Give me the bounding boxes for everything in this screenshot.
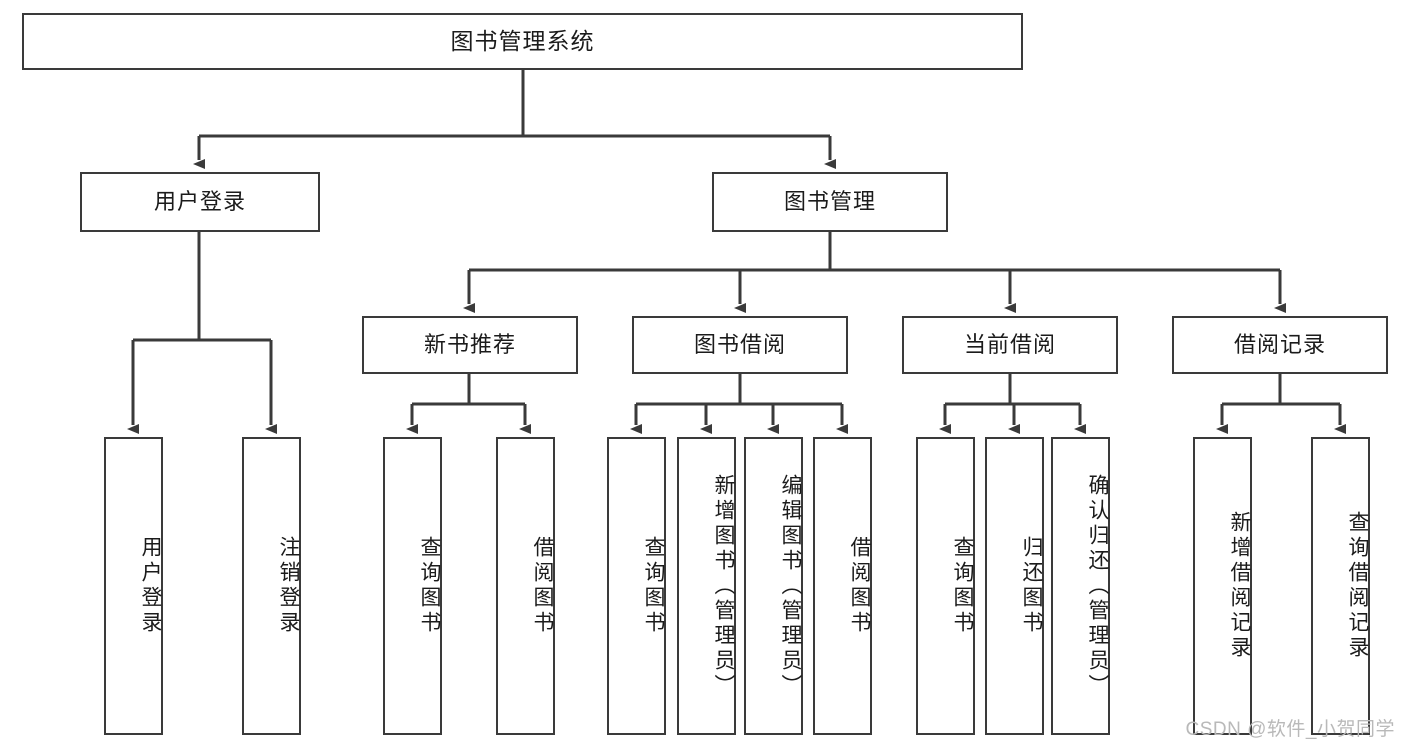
csdn-watermark: CSDN @软件_小贺同学 [1185,719,1395,740]
leaf-edit-book-label: 编辑图书（管理员） [779,473,802,699]
leaf-add-record[interactable]: 新增借阅记录 [1193,437,1252,735]
leaf-confirm-return-label: 确认归还（管理员） [1086,473,1109,699]
node-user-login[interactable]: 用户登录 [80,172,320,232]
node-current-borrow[interactable]: 当前借阅 [902,316,1118,374]
leaf-query-book-1[interactable]: 查询图书 [383,437,442,735]
node-root-label: 图书管理系统 [450,27,595,54]
leaf-query-book-3[interactable]: 查询图书 [916,437,975,735]
node-borrow-record[interactable]: 借阅记录 [1172,316,1388,374]
node-user-login-label: 用户登录 [153,188,246,214]
node-new-book-recommend[interactable]: 新书推荐 [362,316,578,374]
leaf-borrow-book-2[interactable]: 借阅图书 [813,437,872,735]
node-current-borrow-label: 当前借阅 [963,331,1056,357]
node-new-book-recommend-label: 新书推荐 [423,331,516,357]
leaf-return-book[interactable]: 归还图书 [985,437,1044,735]
leaf-add-book[interactable]: 新增图书（管理员） [677,437,736,735]
leaf-query-book-2-label: 查询图书 [642,536,665,636]
node-book-management-label: 图书管理 [783,188,876,214]
leaf-borrow-book-1-label: 借阅图书 [531,536,554,636]
node-root[interactable]: 图书管理系统 [22,13,1023,70]
leaf-user-login[interactable]: 用户登录 [104,437,163,735]
leaf-query-book-3-label: 查询图书 [951,536,974,636]
leaf-query-book-1-label: 查询图书 [418,536,441,636]
leaf-add-book-label: 新增图书（管理员） [712,473,735,699]
leaf-return-book-label: 归还图书 [1020,536,1043,636]
node-borrow-record-label: 借阅记录 [1233,331,1326,357]
leaf-user-logout[interactable]: 注销登录 [242,437,301,735]
leaf-query-book-2[interactable]: 查询图书 [607,437,666,735]
leaf-add-record-label: 新增借阅记录 [1228,511,1251,661]
leaf-user-login-label: 用户登录 [139,536,162,636]
node-book-borrow-label: 图书借阅 [693,331,786,357]
leaf-borrow-book-2-label: 借阅图书 [848,536,871,636]
leaf-borrow-book-1[interactable]: 借阅图书 [496,437,555,735]
node-book-borrow[interactable]: 图书借阅 [632,316,848,374]
leaf-query-record[interactable]: 查询借阅记录 [1311,437,1370,735]
leaf-query-record-label: 查询借阅记录 [1346,511,1369,661]
leaf-edit-book[interactable]: 编辑图书（管理员） [744,437,803,735]
leaf-user-logout-label: 注销登录 [277,536,300,636]
leaf-confirm-return[interactable]: 确认归还（管理员） [1051,437,1110,735]
node-book-management[interactable]: 图书管理 [712,172,948,232]
